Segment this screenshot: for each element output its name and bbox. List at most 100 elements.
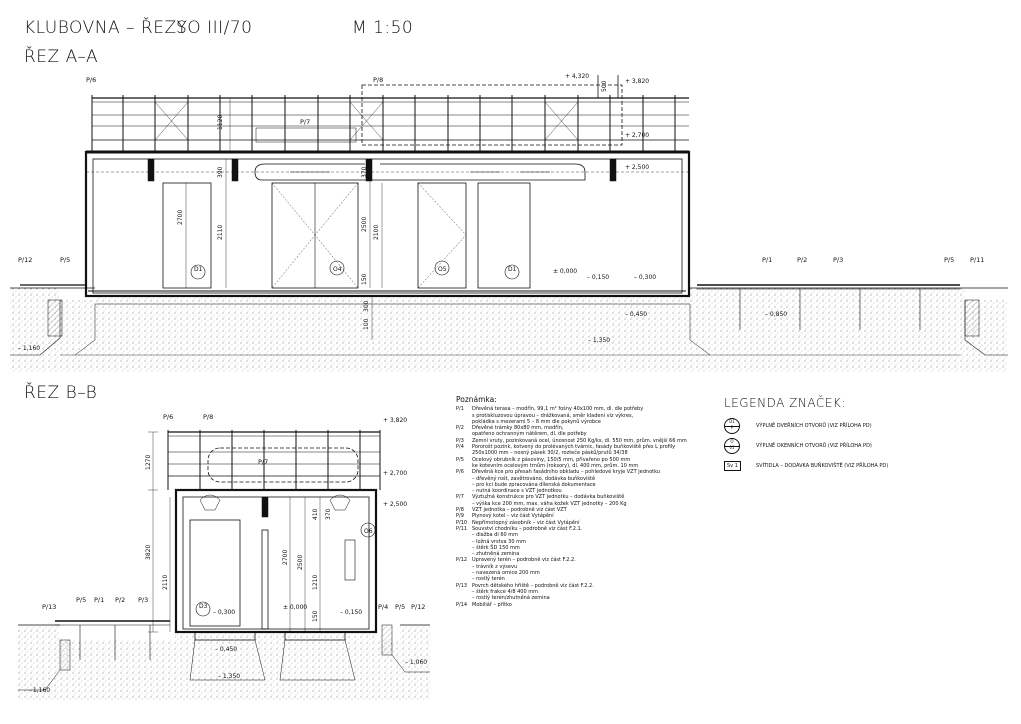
note-line: P/7 Výztužná konstrukce pro VZT jednotku …	[456, 494, 726, 500]
legend-door-text: VÝPLNĚ DVEŘNÍCH OTVORŮ (VIZ PŘÍLOHA PD)	[756, 423, 872, 429]
note-sub-item: – výška kce 200 mm, max. váha kožek VZT …	[472, 500, 627, 507]
level-aa-3820: + 3,820	[625, 78, 649, 85]
door-tag-aa-d1-right: D1	[504, 264, 520, 280]
svg-text:D3: D3	[199, 603, 208, 610]
level-aa-2700: + 2,700	[625, 132, 649, 139]
note-code: P/13	[456, 582, 468, 589]
note-code: P/9	[456, 513, 464, 520]
note-code: P/11	[456, 525, 468, 532]
level-bb-0150: – 0,150	[340, 609, 362, 616]
level-bb-1060: – 1,060	[405, 659, 427, 666]
note-code: P/7	[456, 494, 464, 501]
svg-text:O4: O4	[333, 266, 342, 273]
level-bb-3820: + 3,820	[383, 417, 407, 424]
dim-aa-100: 100	[363, 318, 370, 330]
level-aa-0150: – 0,150	[587, 274, 609, 281]
level-bb-1160: – 1,160	[28, 687, 50, 694]
level-bb-2500: + 2,500	[383, 501, 407, 508]
note-text: Výztužná konstrukce pro VZT jednotku – d…	[472, 494, 625, 501]
drawing-so-number: SO III/70	[176, 18, 253, 38]
note-line: opatřeno ochranným nátěrem, dl. dle potř…	[456, 431, 726, 437]
note-line: P/11 Souvstvi chodníku – podrobně viz čás…	[456, 526, 726, 532]
window-tag-bb-o6: O6	[360, 522, 376, 538]
note-code: P/5	[456, 456, 464, 463]
tag-aa-p7: P/7	[300, 118, 310, 126]
note-line: ke kotevním ocelovým trnům (roksory), dl…	[456, 463, 726, 469]
level-bb-1350: – 1,350	[218, 673, 240, 680]
section-aa-drawing	[10, 75, 1008, 372]
tag-aa-p12: P/12	[18, 256, 32, 264]
note-text: VZT jednotka – podrobně viz část VZT	[472, 507, 567, 514]
note-text: Pororošt pozink, kotvený do prolévaných …	[472, 444, 676, 451]
note-sub-item: – dřevěný rošt, zavětrováno, dodávka buň…	[472, 475, 596, 482]
dim-aa-2700: 2700	[177, 210, 184, 225]
note-line: P/9 Plynový kotel – viz část Vytápění	[456, 513, 726, 519]
note-text: Ocelový obrubník z pásoviny, 150/5 mm, p…	[472, 456, 631, 463]
svg-text:O6: O6	[364, 528, 373, 535]
section-bb-labels: P/6 P/8 P/7 P/13 P/5 P/1 P/2 P/3 P/4 P/5…	[28, 413, 427, 694]
dim-aa-500: 500	[601, 80, 608, 92]
note-sub-item: – nutná koordinace s VZT jednotkou	[472, 488, 562, 495]
note-text: Souvstvi chodníku – podrobně viz část F.…	[472, 525, 583, 532]
terrain-hatch-aa	[10, 288, 1008, 372]
level-aa-0450: – 0,450	[625, 311, 647, 318]
tag-bb-p6: P/6	[163, 413, 173, 421]
note-text: Povrch dětského hřiště – podrobně viz čá…	[472, 582, 594, 589]
dim-bb-2110: 2110	[162, 575, 169, 590]
legend-window-text: VÝPLNĚ OKENNÍCH OTVORŮ (VIZ PŘÍLOHA PD)	[756, 443, 872, 449]
tag-aa-p2: P/2	[797, 256, 807, 264]
note-line: pokládka s mezerami 5 – 8 mm dle pokynů …	[456, 419, 726, 425]
tag-bb-p2: P/2	[115, 596, 125, 604]
legend-heading: LEGENDA ZNAČEK:	[724, 396, 846, 410]
note-text: s protiskluzovou úpravou – drážkovaná, s…	[472, 412, 634, 419]
dim-bb-3820: 3820	[145, 545, 152, 560]
door-tag-aa-d1-left: D1	[190, 264, 206, 280]
section-aa-labels: P/6 P/8 P/7 P/12 P/5 P/1 P/2 P/3 P/5 P/1…	[18, 73, 984, 352]
level-bb-2700: + 2,700	[383, 470, 407, 477]
level-aa-1350: – 1,350	[588, 337, 610, 344]
note-line: P/3 Zemní vruty, pozinkovaná ocel, únosno…	[456, 438, 726, 444]
tag-bb-p13: P/13	[42, 603, 56, 611]
dim-aa-2110: 2110	[217, 225, 224, 240]
note-sub-item: – rostlý terén	[472, 576, 505, 583]
note-line: 250x1000 mm – nosný pásek 30/2, rozteče …	[456, 450, 726, 456]
note-code: P/2	[456, 425, 464, 432]
dim-aa-2100: 2100	[373, 225, 380, 240]
dim-aa-390: 390	[217, 166, 224, 178]
svg-text:D1: D1	[194, 266, 203, 273]
svg-text:D1: D1	[508, 266, 517, 273]
section-bb-drawing	[18, 430, 430, 700]
light-symbol-icon: Sv 1	[724, 461, 741, 471]
note-code: P/6	[456, 469, 464, 476]
note-text: 250x1000 mm – nosný pásek 30/2, rozteče …	[472, 450, 628, 457]
note-code: P/3	[456, 437, 464, 444]
tag-aa-p5-right: P/5	[944, 256, 954, 264]
note-code: P/1	[456, 406, 464, 413]
dim-bb-1270: 1270	[145, 455, 152, 470]
tag-bb-p1: P/1	[94, 596, 104, 604]
level-bb-0000: ± 0,000	[283, 604, 307, 611]
note-sub-item: – štěrk ŠD 150 mm	[472, 544, 520, 551]
dim-bb-1210: 1210	[312, 575, 319, 590]
dim-aa-150: 150	[361, 273, 368, 285]
level-aa-0000: ± 0,000	[553, 268, 577, 275]
tag-aa-p5-left: P/5	[60, 256, 70, 264]
dim-bb-370: 370	[325, 508, 332, 520]
level-aa-2500: + 2,500	[625, 164, 649, 171]
window-tag-aa-o4: O4	[329, 260, 345, 276]
drawing-title: KLUBOVNA – ŘEZY	[24, 18, 188, 38]
note-code: P/10	[456, 519, 468, 526]
note-text: Plynový kotel – viz část Vytápění	[472, 513, 554, 520]
dim-bb-150: 150	[312, 610, 319, 622]
note-text: Zemní vruty, pozinkovaná ocel, únosnost …	[472, 437, 687, 444]
legend-row-light: Sv 1 SVÍTIDLA – DODÁVKA BUŇKOVIŠTĚ (VIZ …	[724, 456, 1004, 476]
note-sub-item: – štěrk frakce 4/8 400 mm	[472, 588, 538, 595]
